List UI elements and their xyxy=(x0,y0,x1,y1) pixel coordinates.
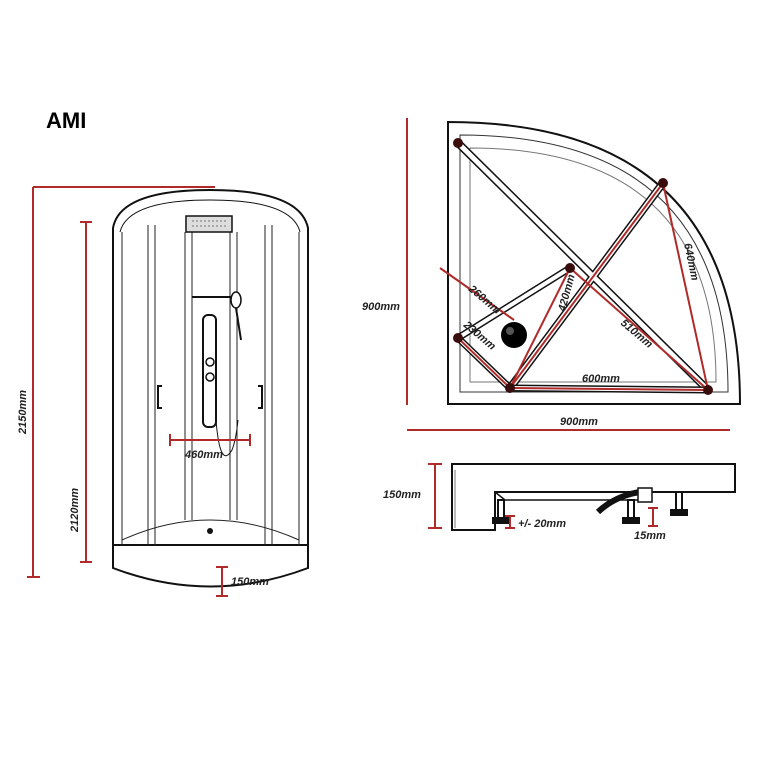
leg-point-icon xyxy=(505,383,515,393)
leg-point-icon xyxy=(453,333,463,343)
control-panel xyxy=(202,314,217,428)
dim-600: 600mm xyxy=(582,373,620,385)
tray-inner-outline xyxy=(459,134,729,393)
dim-height-inner-line xyxy=(80,221,92,563)
top-view: 900mm 900mm 260mm 230mm 420mm 510mm 600m… xyxy=(362,118,742,431)
dim-side-tray-height: 150mm xyxy=(383,489,421,501)
dim-leg-gap: 15mm xyxy=(634,530,666,542)
dim-height-inner: 2120mm xyxy=(69,488,81,533)
drain-icon xyxy=(207,528,213,534)
dim-tray-height: 150mm xyxy=(231,576,269,588)
dim-width-inner-line xyxy=(169,434,251,446)
dim-tray-height-line xyxy=(216,566,228,597)
dim-260: 260mm xyxy=(465,282,503,316)
dim-width: 900mm xyxy=(560,416,598,428)
dim-leg-adjust-line xyxy=(505,515,515,529)
dim-width-inner: 460mm xyxy=(184,449,223,461)
adjustable-legs xyxy=(492,491,688,524)
tray-inner-curve xyxy=(121,519,300,541)
control-knob-icon xyxy=(205,357,215,367)
front-view: 2150mm 2120mm 460mm 150mm xyxy=(17,186,309,597)
hand-shower-icon xyxy=(230,291,242,309)
dim-leg-gap-line xyxy=(648,507,658,527)
cabin-frame xyxy=(112,188,309,546)
frame-dimension-lines xyxy=(439,182,709,391)
door-handle-left xyxy=(157,385,162,409)
leg-points xyxy=(453,138,713,395)
dim-height-total-line xyxy=(27,186,215,578)
side-view: 150mm +/- 20mm 15mm xyxy=(383,463,736,542)
shower-tray xyxy=(112,545,309,588)
dim-tray-height-line xyxy=(428,463,442,529)
leg-point-icon xyxy=(565,263,575,273)
leg-point-icon xyxy=(453,138,463,148)
control-knob-icon xyxy=(205,372,215,382)
tray-outline xyxy=(447,120,742,405)
rain-shower-head-icon xyxy=(185,215,233,233)
dim-leg-adjust: +/- 20mm xyxy=(518,518,566,530)
tray-inner-step xyxy=(469,147,717,383)
glass-panels xyxy=(121,225,300,545)
dim-depth: 900mm xyxy=(362,301,400,313)
drain-pipe-icon xyxy=(595,489,641,515)
dim-height-total: 2150mm xyxy=(17,390,29,435)
door-handle-right xyxy=(258,385,263,409)
product-title: AMI xyxy=(46,108,86,133)
shower-hose xyxy=(215,419,239,457)
drain-icon xyxy=(501,322,527,348)
leg-point-icon xyxy=(703,385,713,395)
leg-point-icon xyxy=(658,178,668,188)
cabin-roof xyxy=(119,199,301,233)
